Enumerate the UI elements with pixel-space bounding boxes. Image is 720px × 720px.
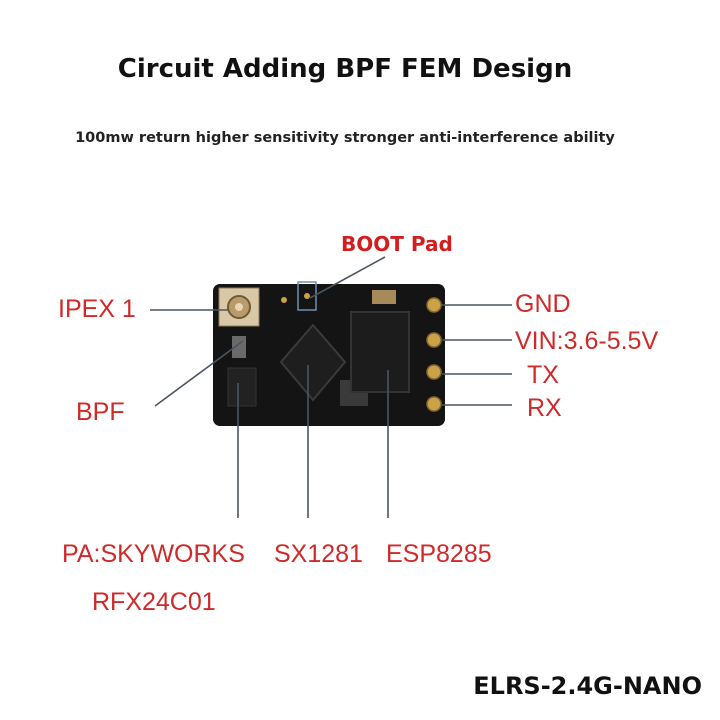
label-vin: VIN:3.6-5.5V — [515, 327, 659, 355]
esp8285-chip — [350, 311, 410, 393]
label-esp8285: ESP8285 — [386, 540, 492, 568]
pa-chip — [227, 367, 257, 407]
label-sx1281: SX1281 — [274, 540, 363, 568]
product-name: ELRS-2.4G-NANO — [473, 672, 702, 700]
leader-bpf — [154, 340, 244, 407]
label-tx: TX — [527, 361, 559, 389]
sx1281-chip — [279, 323, 347, 402]
label-pa: PA:SKYWORKS — [62, 540, 245, 568]
smd-component — [372, 290, 396, 304]
label-pa-part: RFX24C01 — [92, 588, 216, 616]
label-ipex: IPEX 1 — [58, 295, 136, 323]
label-bpf: BPF — [76, 398, 125, 426]
page-title: Circuit Adding BPF FEM Design — [117, 54, 573, 84]
boot-pad-area — [297, 281, 317, 311]
leader-boot — [309, 256, 386, 299]
ipex-center — [235, 303, 243, 311]
boot-pad-dot — [304, 293, 310, 299]
pin-pads — [426, 297, 442, 412]
label-boot-pad: BOOT Pad — [341, 232, 453, 256]
led-dot — [281, 297, 287, 303]
page-subtitle: 100mw return higher sensitivity stronger… — [75, 130, 615, 146]
label-rx: RX — [527, 394, 562, 422]
label-gnd: GND — [515, 290, 571, 318]
